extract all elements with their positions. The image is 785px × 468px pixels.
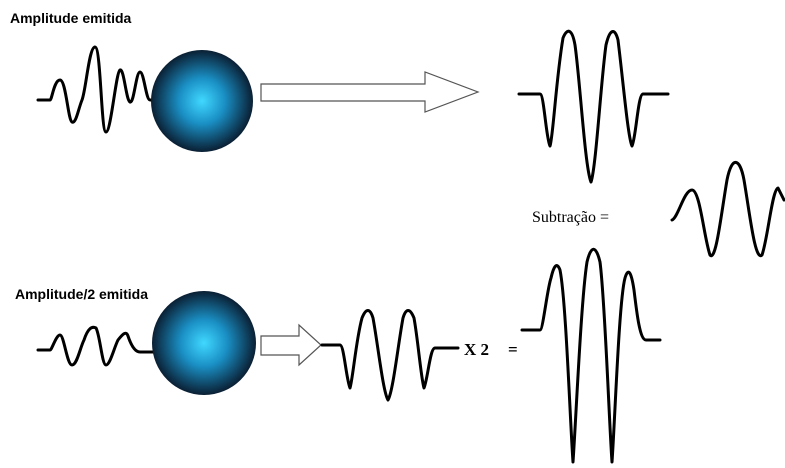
subtraction-label: Subtração = — [532, 209, 609, 226]
sphere-icon — [151, 50, 253, 152]
doubled-wave — [520, 247, 662, 464]
bottom-row-title: Amplitude/2 emitida — [15, 286, 149, 302]
received-wave-top — [517, 29, 670, 184]
emitted-wave-top — [36, 45, 160, 134]
top-row-title: Amplitude emitida — [10, 10, 132, 26]
right-arrow-icon — [260, 323, 322, 367]
sphere-icon — [152, 291, 256, 395]
right-arrow-icon — [260, 71, 480, 113]
subtraction-result-wave — [670, 160, 785, 258]
equals-label: = — [508, 340, 518, 359]
emitted-wave-bottom — [36, 325, 160, 367]
received-wave-bottom — [320, 309, 460, 402]
times-two-label: X 2 — [464, 340, 490, 359]
